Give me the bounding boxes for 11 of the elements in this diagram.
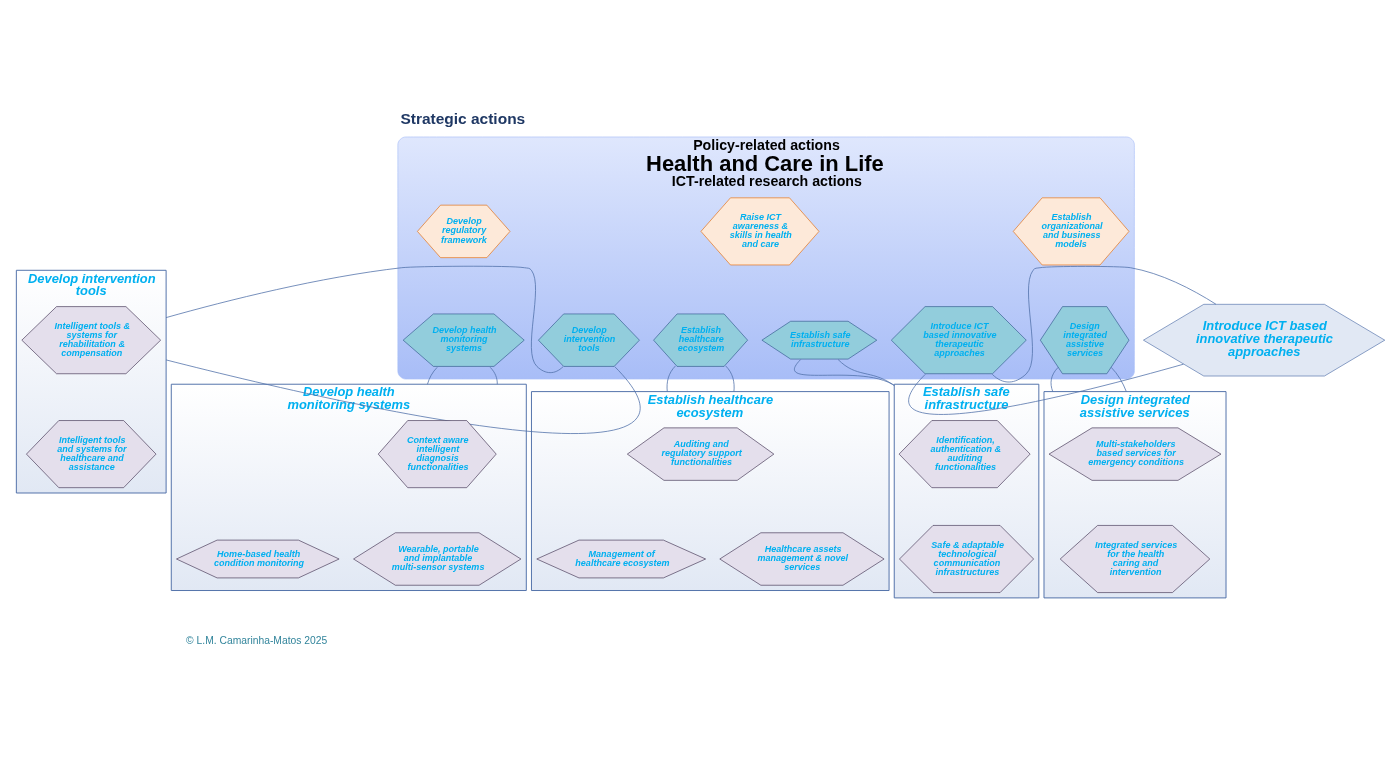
connector [908, 363, 1184, 415]
label: © L.M. Camarinha-Matos 2025 [186, 635, 328, 647]
node-label: Strategic actions [400, 109, 526, 127]
connector [165, 265, 564, 374]
connector [725, 365, 735, 392]
connector [1110, 366, 1127, 392]
connector [427, 366, 438, 385]
connector [666, 365, 676, 392]
connector [1050, 366, 1059, 392]
connector [489, 366, 498, 385]
connector [837, 359, 895, 386]
